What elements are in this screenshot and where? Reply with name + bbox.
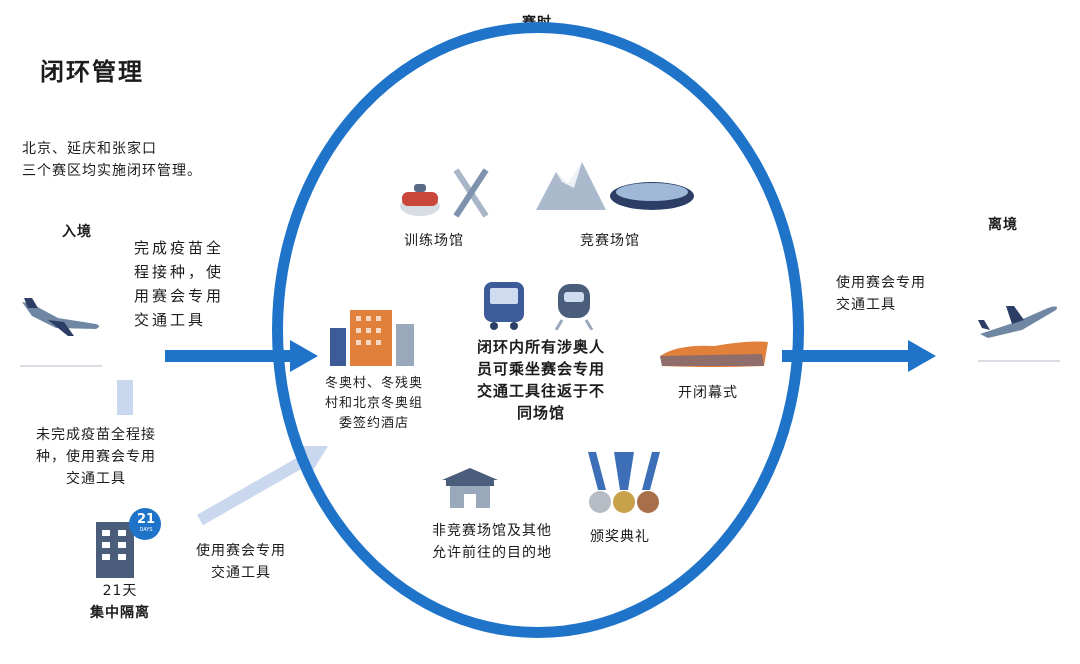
unvaccinated-connector [117, 380, 133, 415]
quarantine-text: 21天 集中隔离 [90, 583, 150, 621]
exit-transport-text: 使用赛会专用 交通工具 [836, 275, 926, 313]
airplane-departure-icon [978, 306, 1057, 338]
competition-venues-label: 竞赛场馆 [580, 233, 640, 249]
bus-icon [484, 282, 524, 330]
entry-label: 入境 [62, 224, 92, 240]
exit-arrow-head [908, 340, 936, 372]
training-venues-label: 训练场馆 [404, 233, 464, 249]
after-quarantine-text: 使用赛会专用 交通工具 [196, 543, 286, 581]
quarantine-badge-number: 21 [136, 512, 156, 527]
non-competition-text: 非竞赛场馆及其他 允许前往的目的地 [432, 523, 552, 561]
curling-ski-icon [400, 168, 489, 218]
intro-text: 北京、延庆和张家口 三个赛区均实施闭环管理。 [22, 141, 202, 179]
stadium-ceremony-icon [660, 341, 768, 367]
unvaccinated-text: 未完成疫苗全程接 种，使用赛会专用 交通工具 [36, 427, 156, 487]
entry-ground-line [20, 365, 102, 367]
closed-loop-circle [272, 22, 804, 638]
medals-icon [588, 452, 660, 513]
competition-venues-icon [536, 162, 694, 210]
airplane-arrival-icon [22, 298, 99, 336]
exit-ground-line [978, 360, 1060, 362]
vaccinated-text: 完成疫苗全 程接种，使 用赛会专用 交通工具 [134, 239, 225, 329]
village-buildings-icon [330, 310, 414, 366]
quarantine-hotel-icon [96, 508, 161, 578]
train-icon [554, 284, 594, 330]
villages-text: 冬奥村、冬残奥 村和北京冬奥组 委签约酒店 [324, 376, 423, 431]
quarantine-arrow-shaft [197, 454, 308, 526]
quarantine-badge-days: DAYS [139, 527, 153, 533]
page-title: 闭环管理 [40, 58, 144, 86]
medal-ceremony-label: 颁奖典礼 [590, 529, 650, 545]
exit-label: 离境 [988, 217, 1018, 233]
center-message: 闭环内所有涉奥人 员可乘坐赛会专用 交通工具往返于不 同场馆 [476, 338, 605, 422]
non-competition-venue-icon [442, 468, 498, 508]
ceremonies-label: 开闭幕式 [678, 385, 738, 401]
